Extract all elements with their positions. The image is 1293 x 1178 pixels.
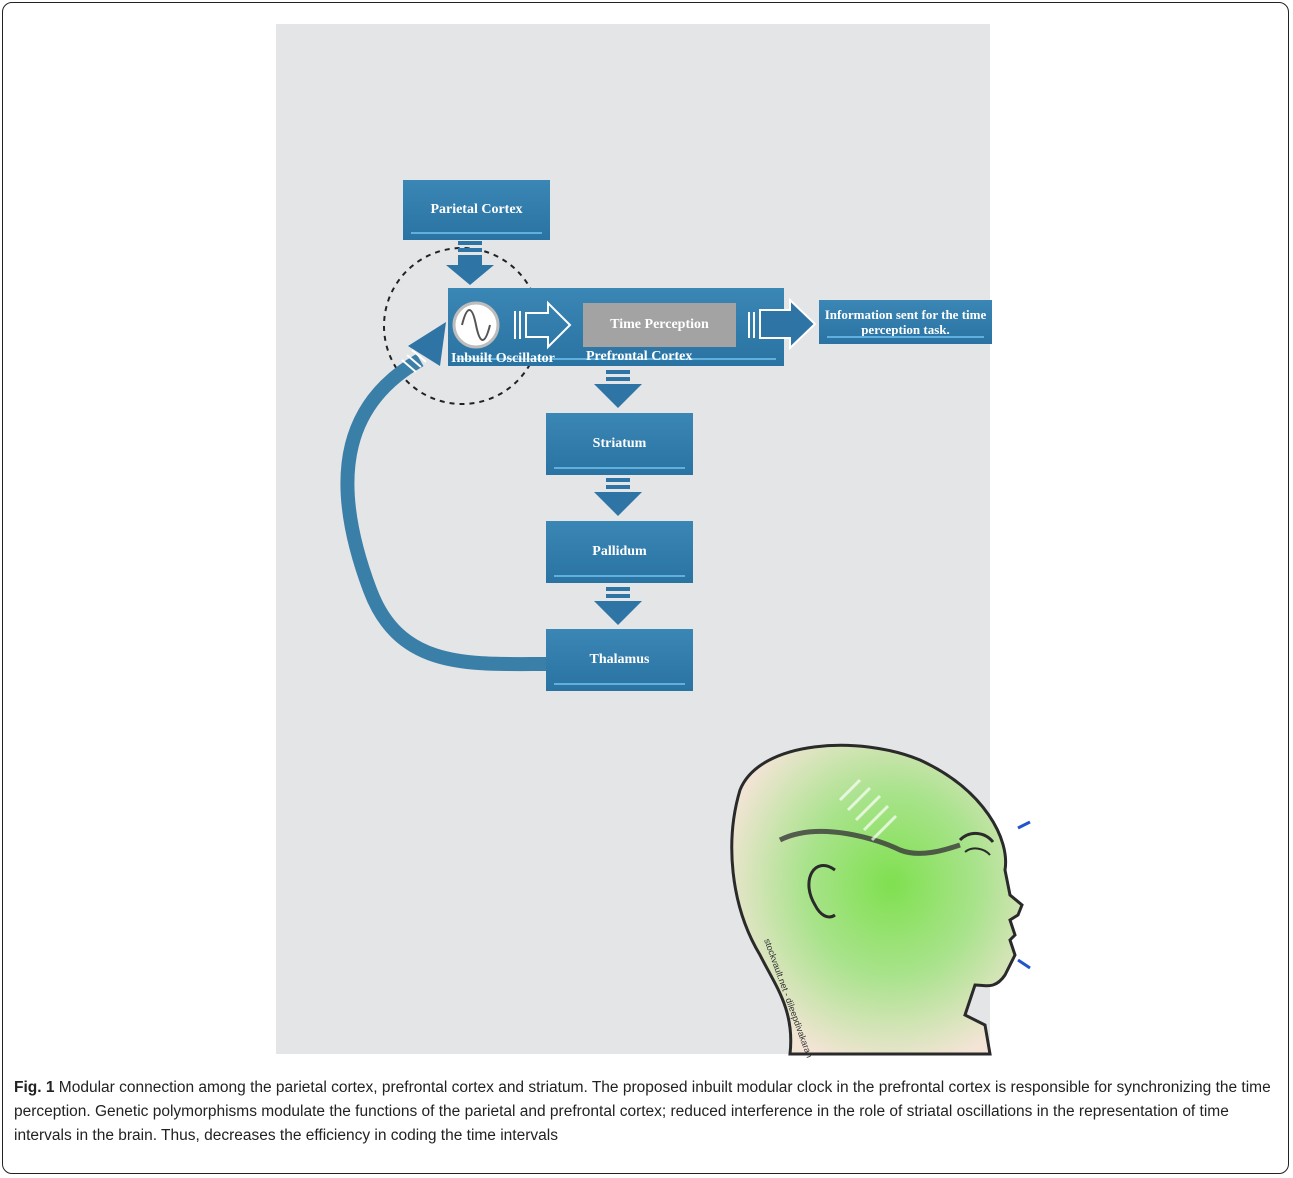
- node-pallidum: Pallidum: [546, 521, 693, 583]
- label-prefrontal-cortex: Prefrontal Cortex: [586, 349, 693, 364]
- caption-text: Modular connection among the parietal co…: [14, 1079, 1271, 1144]
- feedback-arrow-stripes: [401, 349, 427, 373]
- dna-helix-icon: [838, 778, 898, 842]
- node-thalamus-label: Thalamus: [589, 652, 650, 667]
- arrow-pallidum-to-thalamus: [594, 587, 642, 625]
- arrow-parietal-to-prefrontal: [446, 241, 494, 285]
- arrow-prefrontal-to-striatum: [594, 370, 642, 408]
- node-time-perception: Time Perception: [583, 303, 736, 347]
- node-striatum: Striatum: [546, 413, 693, 475]
- caption-label: Fig. 1: [14, 1079, 55, 1096]
- node-parietal-cortex-label: Parietal Cortex: [430, 202, 523, 217]
- node-information-label: Information sent for the time perception…: [824, 307, 987, 337]
- feedback-arrow-head: [408, 322, 446, 366]
- label-inbuilt-oscillator: Inbuilt Oscillator: [451, 351, 555, 366]
- figure-caption: Fig. 1 Modular connection among the pari…: [14, 1076, 1276, 1148]
- node-information: Information sent for the time perception…: [819, 300, 992, 344]
- node-thalamus: Thalamus: [546, 629, 693, 691]
- node-parietal-cortex: Parietal Cortex: [403, 180, 550, 240]
- node-striatum-label: Striatum: [592, 436, 647, 451]
- node-pallidum-label: Pallidum: [592, 544, 647, 559]
- node-time-perception-label: Time Perception: [610, 317, 709, 332]
- arrow-striatum-to-pallidum: [594, 478, 642, 516]
- feedback-arc: [340, 353, 547, 672]
